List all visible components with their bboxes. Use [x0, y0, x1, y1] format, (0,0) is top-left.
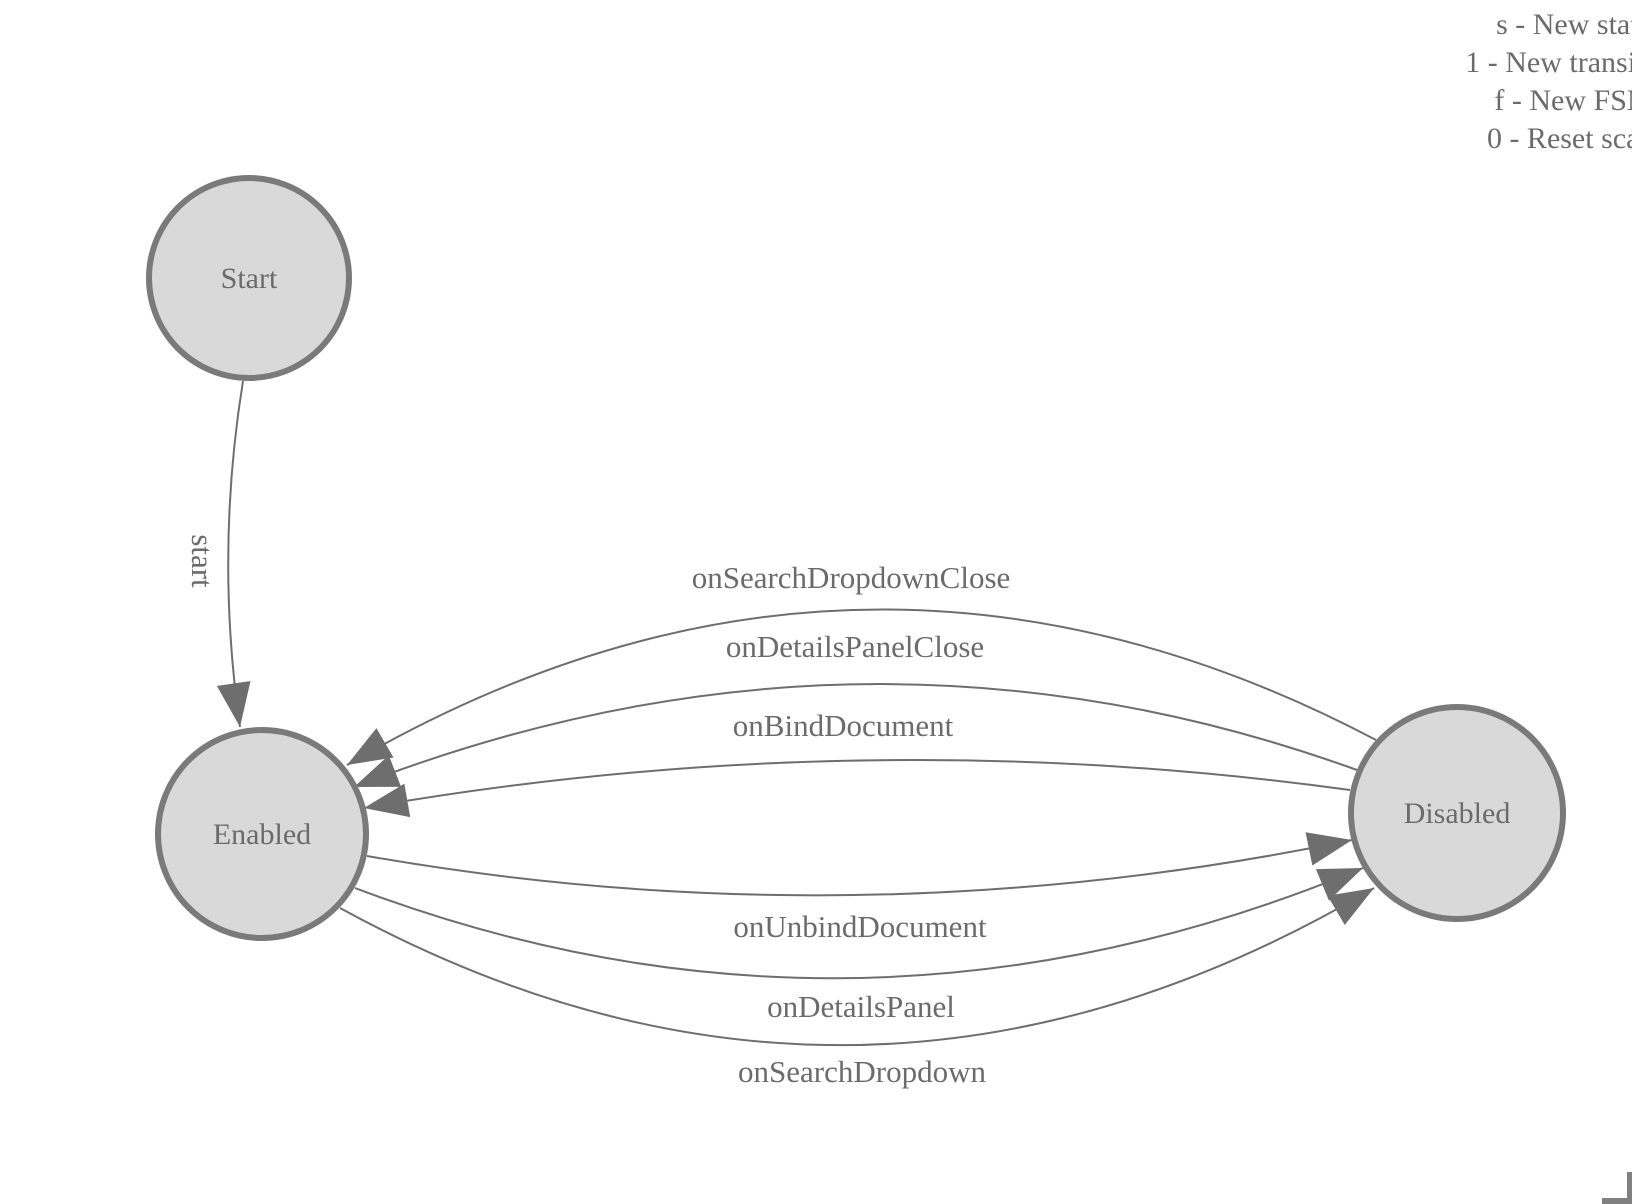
- state-enabled-circle[interactable]: [155, 727, 369, 941]
- transition-onDetailsPanelClose[interactable]: onDetailsPanelClose: [353, 629, 1358, 788]
- transition-onBindDocument[interactable]: onBindDocument: [363, 708, 1351, 818]
- shortcuts-legend: s - New state 1 - New transition f - New…: [1465, 8, 1632, 155]
- transition-onDetailsPanel-edge[interactable]: [354, 867, 1364, 980]
- state-enabled[interactable]: Enabled: [155, 727, 369, 941]
- transition-onUnbindDocument-edge[interactable]: [366, 832, 1353, 897]
- transition-start-label: start: [185, 534, 220, 588]
- shortcut-new-fsm: f - New FSM: [1494, 84, 1632, 117]
- states-layer: Start Enabled Disabled: [146, 175, 1566, 941]
- shortcut-new-transition: 1 - New transition: [1465, 46, 1632, 79]
- state-disabled-circle[interactable]: [1348, 704, 1566, 922]
- transition-start-edge[interactable]: [216, 380, 251, 728]
- state-disabled-label: Disabled: [1404, 797, 1511, 830]
- transition-onDetailsPanelClose-edge[interactable]: [353, 683, 1358, 788]
- transition-onDetailsPanel-label: onDetailsPanel: [767, 989, 955, 1024]
- transition-onSearchDropdown-label: onSearchDropdown: [738, 1054, 986, 1089]
- transition-onSearchDropdown-edge[interactable]: [339, 887, 1375, 1047]
- state-start-label: Start: [221, 262, 278, 295]
- transition-onUnbindDocument-label: onUnbindDocument: [733, 909, 987, 944]
- transition-onSearchDropdownClose-edge[interactable]: [346, 608, 1377, 766]
- canvas-corner-bracket: [1602, 1172, 1632, 1204]
- transitions-layer: start onSearchDropdownClose onDetailsPan…: [185, 380, 1377, 1089]
- transition-onSearchDropdown[interactable]: onSearchDropdown: [339, 887, 1375, 1089]
- transition-start[interactable]: start: [185, 380, 251, 728]
- transition-onDetailsPanelClose-label: onDetailsPanelClose: [726, 629, 984, 664]
- transition-onSearchDropdownClose[interactable]: onSearchDropdownClose: [346, 560, 1377, 766]
- transition-onUnbindDocument[interactable]: onUnbindDocument: [366, 832, 1353, 944]
- transition-onBindDocument-edge[interactable]: [363, 758, 1351, 818]
- state-start-circle[interactable]: [146, 175, 352, 381]
- state-start[interactable]: Start: [146, 175, 352, 381]
- shortcut-reset-scale: 0 - Reset scale: [1487, 122, 1632, 155]
- corner-bracket-horizontal: [1602, 1198, 1632, 1204]
- state-disabled[interactable]: Disabled: [1348, 704, 1566, 922]
- corner-bracket-vertical: [1627, 1172, 1632, 1204]
- transition-onSearchDropdownClose-label: onSearchDropdownClose: [692, 560, 1011, 595]
- transition-onDetailsPanel[interactable]: onDetailsPanel: [354, 867, 1364, 1024]
- shortcut-new-state: s - New state: [1496, 8, 1632, 41]
- transition-onBindDocument-label: onBindDocument: [733, 708, 954, 743]
- state-enabled-label: Enabled: [213, 818, 311, 851]
